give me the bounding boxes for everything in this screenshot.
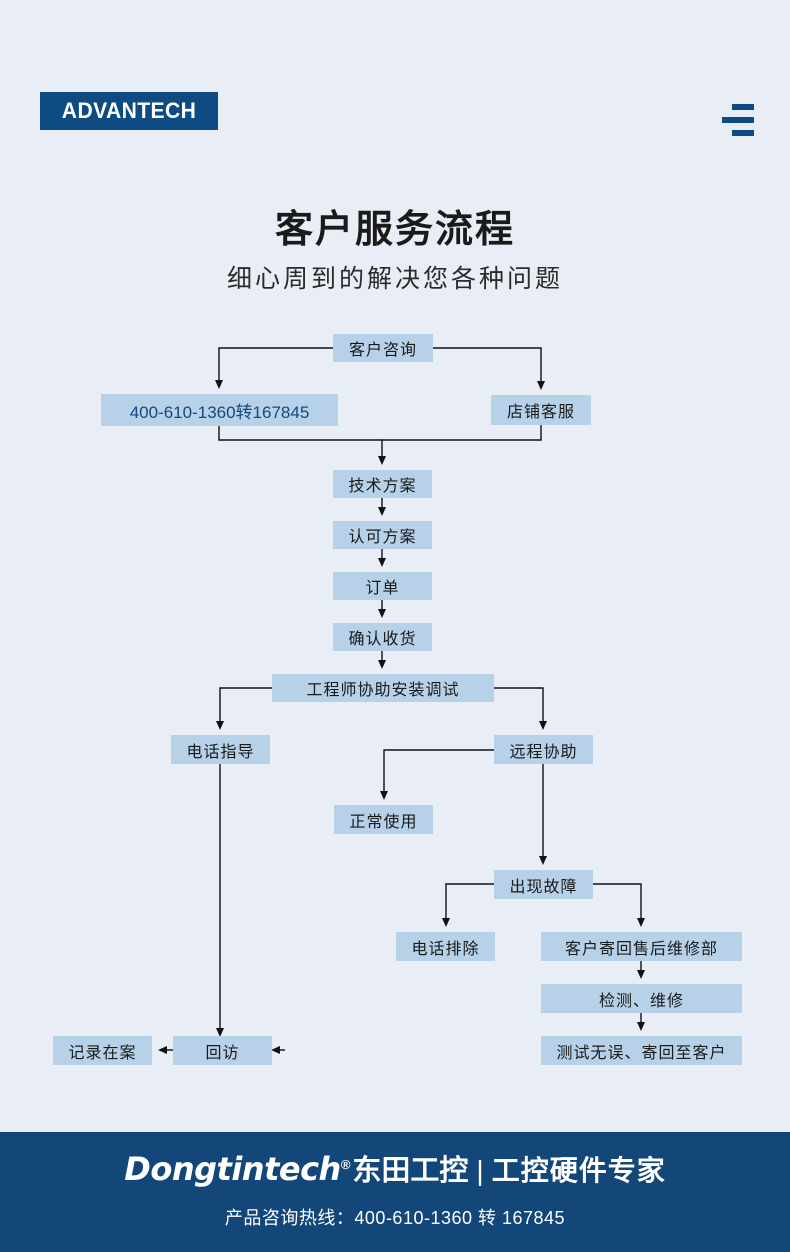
page-title: 客户服务流程 bbox=[274, 209, 515, 251]
flow-node-order[interactable]: 订单 bbox=[333, 572, 432, 600]
hamburger-menu-icon[interactable] bbox=[722, 104, 754, 138]
advantech-logo[interactable]: ADVANTECH bbox=[40, 92, 218, 130]
footer-brand-cn: 东田工控 bbox=[352, 1155, 469, 1187]
flow-node-approve-plan[interactable]: 认可方案 bbox=[333, 521, 432, 549]
flow-node-engineer-install[interactable]: 工程师协助安装调试 bbox=[272, 674, 494, 702]
flow-node-fault-occurs[interactable]: 出现故障 bbox=[494, 870, 593, 899]
flow-node-consult[interactable]: 客户咨询 bbox=[333, 334, 433, 362]
flow-node-send-to-repair[interactable]: 客户寄回售后维修部 bbox=[541, 932, 742, 961]
footer-brand: Dongtintech®东田工控|工控硬件专家 bbox=[0, 1147, 790, 1189]
flow-node-remote-assist[interactable]: 远程协助 bbox=[494, 735, 593, 764]
advantech-logo-text: ADVANTECH bbox=[61, 98, 197, 123]
flow-node-inspect-repair[interactable]: 检测、维修 bbox=[541, 984, 742, 1013]
footer-tagline: 工控硬件专家 bbox=[491, 1155, 666, 1186]
flow-node-follow-up-visit[interactable]: 回访 bbox=[173, 1036, 272, 1065]
flow-node-shop-service[interactable]: 店铺客服 bbox=[491, 395, 591, 425]
flow-node-return-to-customer[interactable]: 测试无误、寄回至客户 bbox=[541, 1036, 742, 1065]
page-subtitle: 细心周到的解决您各种问题 bbox=[226, 265, 563, 293]
hamburger-bar-top bbox=[732, 104, 754, 110]
flow-node-normal-use[interactable]: 正常使用 bbox=[334, 805, 433, 834]
service-flowchart: 客户咨询 400-610-1360转167845 店铺客服 技术方案 认可方案 … bbox=[53, 334, 742, 1065]
flow-node-hotline[interactable]: 400-610-1360转167845 bbox=[101, 394, 338, 426]
flow-node-confirm-receipt[interactable]: 确认收货 bbox=[333, 623, 432, 651]
footer-registered-icon: ® bbox=[340, 1157, 351, 1172]
footer-separator: | bbox=[476, 1155, 484, 1186]
page-header: ADVANTECH bbox=[0, 0, 790, 170]
flow-node-phone-guidance[interactable]: 电话指导 bbox=[171, 735, 270, 764]
footer-brand-en: Dongtintech bbox=[124, 1150, 341, 1188]
footer-hotline: 产品咨询热线：400-610-1360 转 167845 bbox=[224, 1208, 566, 1228]
hamburger-bar-bottom bbox=[732, 130, 754, 136]
page-footer: Dongtintech®东田工控|工控硬件专家 产品咨询热线：400-610-1… bbox=[0, 1132, 790, 1252]
flow-node-technical-plan[interactable]: 技术方案 bbox=[333, 470, 432, 498]
hamburger-bar-middle bbox=[722, 117, 754, 123]
flow-node-record-on-file[interactable]: 记录在案 bbox=[53, 1036, 152, 1065]
flow-node-phone-troubleshoot[interactable]: 电话排除 bbox=[396, 932, 495, 961]
